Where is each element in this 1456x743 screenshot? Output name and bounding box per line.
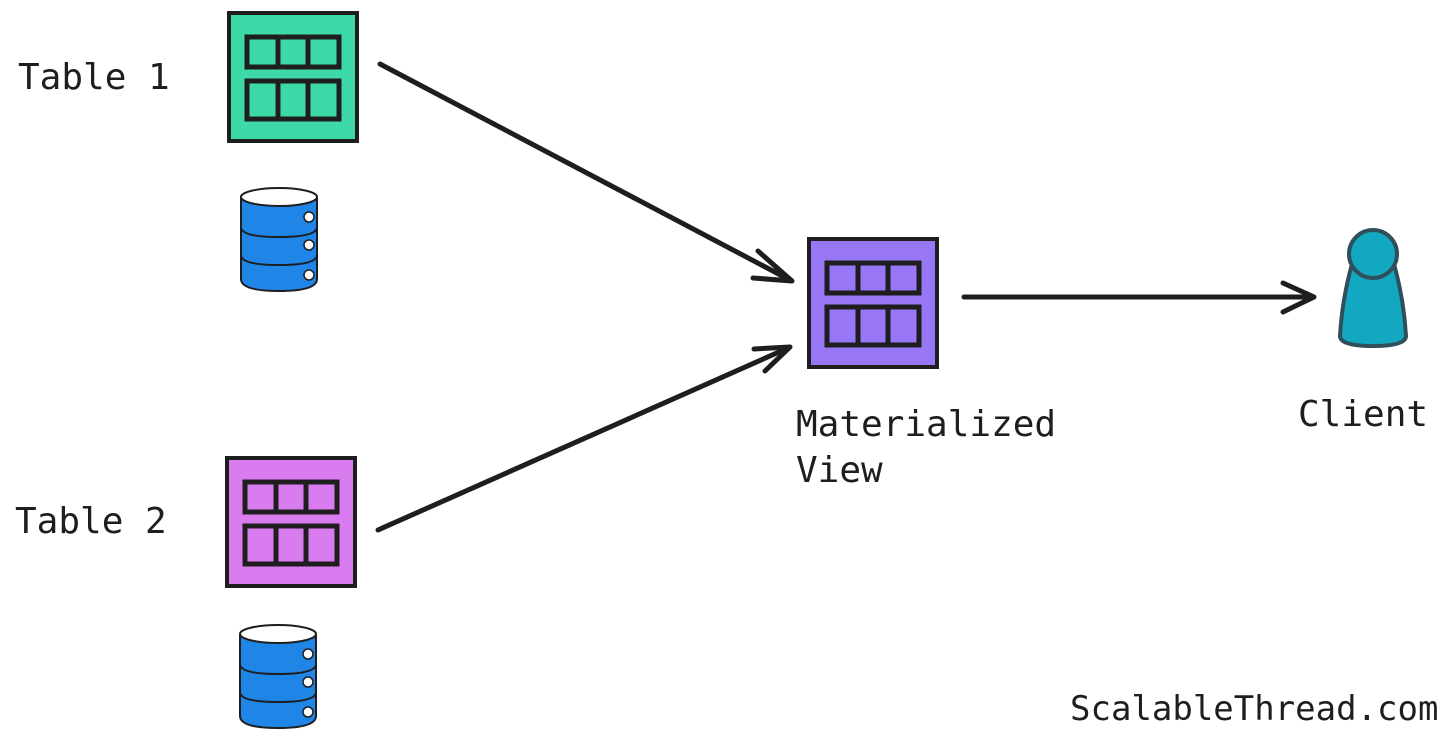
table2-database-icon [239,624,317,729]
arrow-table1-to-view [377,61,795,284]
materialized-view-label: Materialized View [796,402,1056,494]
materialized-view-label-line2: View [796,450,883,491]
materialized-view-grid-icon [809,239,937,367]
materialized-view-label-line1: Materialized [796,404,1057,445]
watermark: ScalableThread.com [1070,689,1439,729]
arrow-view-to-client [961,280,1317,315]
table2-label: Table 2 [15,501,167,542]
table1-grid-icon [229,13,357,141]
table1-label: Table 1 [18,57,170,98]
client-user-icon [1338,228,1408,348]
table2-grid-icon [227,458,355,586]
arrow-table2-to-view [375,344,793,533]
client-label: Client [1298,394,1429,435]
table1-database-icon [240,187,318,292]
